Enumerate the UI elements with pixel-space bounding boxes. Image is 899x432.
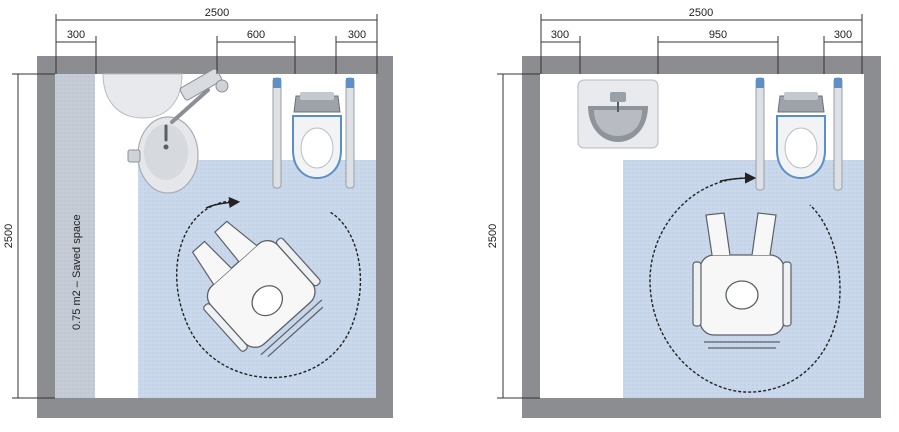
toilet-icon <box>292 92 342 180</box>
wheelchair-icon <box>692 212 792 349</box>
right-plan: 2500 300 950 300 2500 <box>487 7 881 418</box>
left-overall-width: 2500 <box>205 7 229 19</box>
saved-space-area <box>55 74 95 398</box>
wheelchair-icon <box>191 220 324 358</box>
grab-bar-icon <box>755 77 843 191</box>
washbasin-icon <box>102 68 229 194</box>
right-dim-1: 300 <box>551 29 569 41</box>
left-overall-depth: 2500 <box>3 224 15 248</box>
left-dim-1: 300 <box>67 29 85 41</box>
left-dim-3: 300 <box>348 29 366 41</box>
left-side-dimension <box>12 73 55 399</box>
right-dim-2: 950 <box>709 29 727 41</box>
right-overall-width: 2500 <box>689 7 713 19</box>
right-overall-depth: 2500 <box>487 224 499 248</box>
saved-space-label: 0.75 m2 – Saved space <box>71 214 83 330</box>
turning-arrow-icon <box>649 177 841 393</box>
toilet-icon <box>776 92 826 180</box>
right-dim-3: 300 <box>834 29 852 41</box>
left-plan: 0.75 m2 – Saved space 2500 300 600 300 2… <box>3 7 393 418</box>
right-side-dimension <box>497 73 540 399</box>
grab-bar-icon <box>272 77 355 189</box>
right-top-dimensions <box>540 14 863 74</box>
left-dim-2: 600 <box>247 29 265 41</box>
washbasin-icon <box>577 79 659 149</box>
left-top-dimensions <box>55 14 378 74</box>
